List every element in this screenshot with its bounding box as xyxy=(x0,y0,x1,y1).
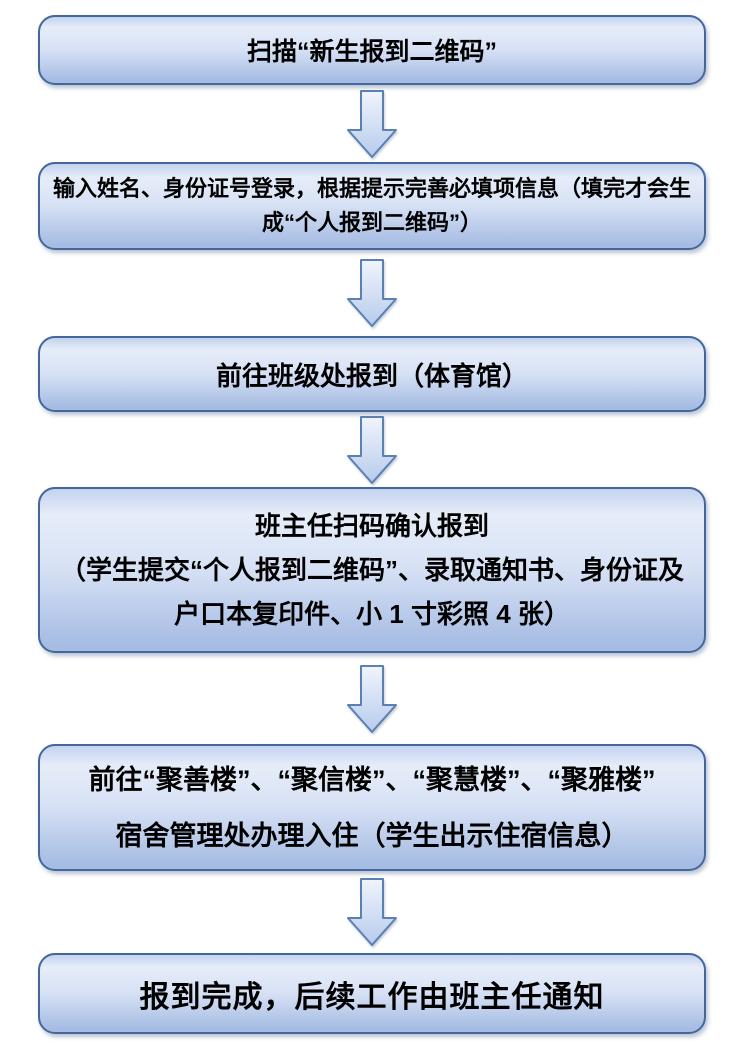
flow-step-report-at-class-gym: 前往班级处报到（体育馆） xyxy=(38,336,706,412)
step-text-line: 班主任扫码确认报到 xyxy=(254,511,489,541)
flow-step-scan-newstudent-qr: 扫描“新生报到二维码” xyxy=(38,15,706,85)
flow-step-report-complete-notice: 报到完成，后续工作由班主任通知 xyxy=(38,953,706,1034)
flow-connector xyxy=(38,85,706,162)
down-arrow-icon xyxy=(347,878,397,946)
flow-step-dorm-check-in: 前往“聚善楼”、“聚信楼”、“聚慧楼”、“聚雅楼” 宿舍管理处办理入住（学生出示… xyxy=(38,744,706,871)
step-text-line: 成“个人报到二维码”） xyxy=(261,210,482,235)
flow-connector xyxy=(38,250,706,336)
down-arrow-icon xyxy=(347,259,397,327)
down-arrow-icon xyxy=(347,89,397,158)
step-text-line: 宿舍管理处办理入住（学生出示住宿信息） xyxy=(115,820,629,851)
down-arrow-icon xyxy=(347,664,397,733)
registration-flowchart: 扫描“新生报到二维码” 输入姓名、身份证号登录，根据提示完善必填项信息（填完才会… xyxy=(38,0,706,1034)
down-arrow-icon xyxy=(347,415,397,484)
step-text-line: 报到完成，后续工作由班主任通知 xyxy=(139,980,605,1014)
step-text-line: 前往班级处报到（体育馆） xyxy=(215,360,528,391)
step-text-line: 输入姓名、身份证号登录，根据提示完善必填项信息（填完才会生 xyxy=(52,176,691,201)
flow-step-login-and-complete-info: 输入姓名、身份证号登录，根据提示完善必填项信息（填完才会生 成“个人报到二维码”… xyxy=(38,162,706,250)
flow-connector xyxy=(38,653,706,744)
flow-step-teacher-scan-confirm: 班主任扫码确认报到 （学生提交“个人报到二维码”、录取通知书、身份证及 户口本复… xyxy=(38,487,706,653)
step-text-line: 前往“聚善楼”、“聚信楼”、“聚慧楼”、“聚雅楼” xyxy=(88,764,656,795)
flow-connector xyxy=(38,871,706,953)
step-text-line: （学生提交“个人报到二维码”、录取通知书、身份证及 xyxy=(59,555,684,585)
step-text-line: 扫描“新生报到二维码” xyxy=(246,38,497,66)
flow-connector xyxy=(38,412,706,487)
step-text-line: 户口本复印件、小 1 寸彩照 4 张） xyxy=(174,599,570,629)
